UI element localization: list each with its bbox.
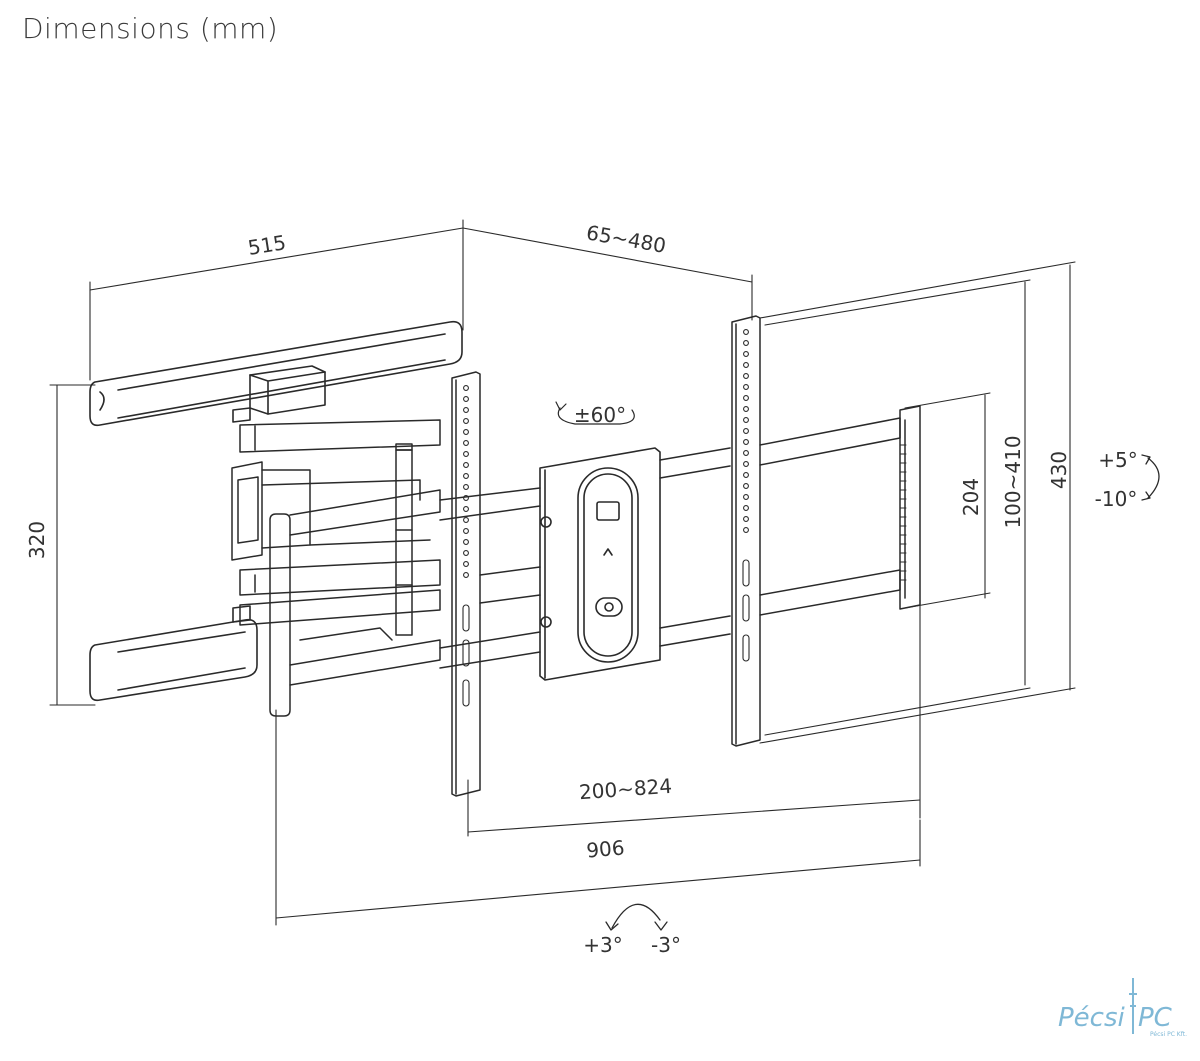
mounting-hole xyxy=(743,483,749,489)
mounting-hole xyxy=(463,517,469,523)
right-vertical-bracket xyxy=(731,315,761,747)
right-frame xyxy=(759,405,921,616)
left-vertical-bracket xyxy=(451,371,481,797)
tilt-up-label: +5° xyxy=(1098,448,1137,472)
right-bracket-holes xyxy=(742,329,750,662)
mounting-hole xyxy=(743,527,749,533)
mounting-hole xyxy=(463,429,469,435)
mounting-hole xyxy=(463,550,469,556)
tilt-arrow xyxy=(1141,454,1160,501)
mounting-slot xyxy=(462,639,470,667)
level-arrow xyxy=(605,903,668,931)
mounting-hole xyxy=(463,506,469,512)
mounting-hole xyxy=(743,329,749,335)
dim-65-480: 65~480 xyxy=(585,220,668,258)
mounting-hole xyxy=(463,418,469,424)
mounting-hole xyxy=(743,428,749,434)
mounting-hole xyxy=(743,417,749,423)
mounting-hole xyxy=(463,528,469,534)
mounting-hole xyxy=(463,539,469,545)
mounting-hole xyxy=(743,461,749,467)
mounting-hole xyxy=(743,450,749,456)
swivel-angle-label: ±60° xyxy=(574,403,626,427)
mounting-hole xyxy=(743,505,749,511)
mounting-slot xyxy=(462,679,470,707)
mounting-hole xyxy=(463,451,469,457)
mounting-hole xyxy=(463,440,469,446)
mounting-hole xyxy=(743,351,749,357)
svg-text:Pécsi: Pécsi xyxy=(1058,1003,1126,1033)
mounting-hole xyxy=(743,472,749,478)
dim-200-824: 200~824 xyxy=(578,774,673,804)
dim-430: 430 xyxy=(1047,451,1071,489)
dim-204: 204 xyxy=(959,478,983,516)
mounting-hole xyxy=(743,395,749,401)
dim-906: 906 xyxy=(585,835,625,862)
pecsi-pc-logo: Pécsi PC Pécsi PC Kft. xyxy=(1058,978,1187,1038)
mounting-hole xyxy=(463,572,469,578)
svg-text:Pécsi PC Kft.: Pécsi PC Kft. xyxy=(1150,1031,1187,1038)
mounting-hole xyxy=(743,340,749,346)
mounting-hole xyxy=(463,473,469,479)
level-minus-label: -3° xyxy=(651,933,681,957)
mounting-hole xyxy=(463,484,469,490)
mounting-hole xyxy=(743,516,749,522)
mounting-hole xyxy=(743,439,749,445)
mounting-hole xyxy=(743,406,749,412)
dimension-lines xyxy=(49,219,1076,926)
dim-100-410: 100~410 xyxy=(1001,435,1025,528)
mounting-slot xyxy=(742,559,750,587)
mounting-hole xyxy=(463,407,469,413)
mounting-hole xyxy=(463,495,469,501)
wall-plate xyxy=(89,320,463,702)
arm-assembly xyxy=(231,419,541,717)
dim-515: 515 xyxy=(246,230,287,260)
swivel-arrow xyxy=(555,401,635,425)
mounting-slot xyxy=(742,594,750,622)
left-bracket-holes xyxy=(462,385,470,707)
dim-320: 320 xyxy=(25,521,49,559)
center-plate xyxy=(539,447,731,681)
mounting-hole xyxy=(743,384,749,390)
mounting-hole xyxy=(463,561,469,567)
mounting-hole xyxy=(463,396,469,402)
svg-text:PC: PC xyxy=(1138,1003,1173,1033)
frame-ticks xyxy=(899,444,907,581)
mounting-hole xyxy=(743,362,749,368)
mounting-hole xyxy=(743,494,749,500)
mounting-hole xyxy=(463,385,469,391)
mounting-hole xyxy=(743,373,749,379)
level-plus-label: +3° xyxy=(583,933,622,957)
tilt-down-label: -10° xyxy=(1095,487,1138,511)
mounting-slot xyxy=(462,604,470,632)
mounting-slot xyxy=(742,634,750,662)
mounting-hole xyxy=(463,462,469,468)
page-title: Dimensions (mm) xyxy=(22,12,279,45)
